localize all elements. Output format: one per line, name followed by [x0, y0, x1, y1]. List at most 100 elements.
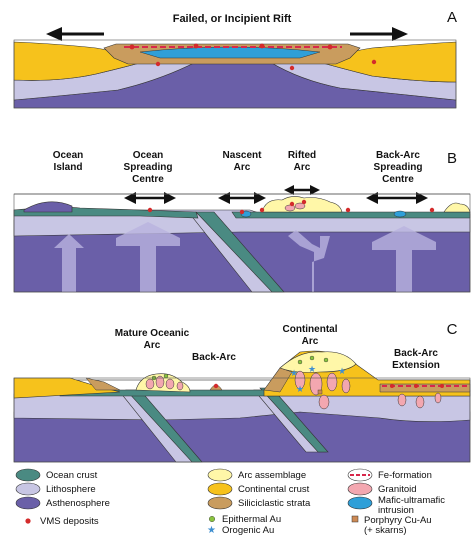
vms-deposit	[155, 61, 161, 67]
backarc-crust-b	[231, 211, 471, 219]
svg-text:★: ★	[338, 366, 346, 376]
orogenic-au-markers: ★ ★ ★ ★	[290, 364, 346, 394]
siliciclastic-arc-c	[263, 367, 293, 393]
label-mature-oceanic-arc: Mature Oceanic	[115, 328, 190, 339]
extension-arrow-left	[46, 27, 104, 41]
legend-orogenic: Orogenic Au	[222, 525, 274, 536]
ocean-island-b	[23, 201, 73, 213]
upwelling-arrow	[54, 222, 436, 292]
label-ocean-spreading: Ocean	[133, 150, 164, 161]
granitoids-extension	[397, 392, 442, 409]
continental-arc-assemblage	[279, 351, 357, 373]
legend-swatch-epithermal	[208, 516, 215, 523]
legend-vms: VMS deposits	[40, 516, 99, 527]
legend-swatch-orogenic: ★	[207, 525, 216, 536]
vms-deposit	[259, 207, 265, 213]
label-backarc-extension-2: Extension	[392, 360, 440, 371]
label-backarc-spreading-2: Spreading	[374, 162, 423, 173]
siliciclastic-left-c	[85, 377, 121, 391]
vms-deposit	[193, 43, 199, 49]
vms-deposit	[259, 43, 265, 49]
legend-porphyry-2: (+ skarns)	[364, 525, 407, 536]
label-backarc-spreading-3: Centre	[382, 174, 414, 185]
vms-deposit	[213, 383, 219, 389]
vms-deposit	[289, 201, 295, 207]
vms-deposit	[371, 59, 377, 65]
vms-deposit	[147, 207, 153, 213]
label-rifted-arc-2: Arc	[294, 162, 311, 173]
granitoids-continental-arc	[294, 370, 351, 410]
vms-deposit	[327, 44, 333, 50]
legend-swatch-asthenosphere	[15, 496, 41, 510]
panel-b-letter: B	[447, 150, 457, 167]
legend-swatch-mafic	[347, 496, 373, 510]
label-ocean-island-2: Island	[54, 162, 83, 173]
legend-mafic-2: intrusion	[378, 505, 414, 516]
spreading-arrow-backarc	[366, 192, 428, 204]
label-continental-arc-2: Arc	[302, 336, 319, 347]
legend-fe-formation: Fe-formation	[378, 470, 432, 481]
vms-deposit	[301, 199, 307, 205]
svg-text:★: ★	[290, 368, 298, 378]
panel-b-frame	[13, 193, 471, 293]
label-nascent-arc: Nascent	[223, 150, 263, 161]
legend-swatch-porphyry	[351, 515, 359, 523]
granitoid-b	[294, 202, 306, 210]
spreading-arrow-nascent	[218, 192, 266, 204]
legend-swatch-vms	[25, 518, 31, 524]
asthenosphere-c	[13, 411, 471, 463]
vms-deposit	[390, 384, 394, 388]
mafic-intrusion-b	[393, 210, 407, 218]
legend-lithosphere: Lithosphere	[46, 484, 96, 495]
legend-swatch-siliciclastic	[207, 496, 233, 510]
panel-a: Failed, or Incipient Rift A	[13, 9, 457, 109]
legend-mafic-1: Mafic-ultramafic	[378, 495, 445, 506]
vms-deposit	[414, 384, 418, 388]
granitoid-b	[284, 204, 296, 212]
spreading-arrow-ocean	[124, 192, 176, 204]
legend-granitoid: Granitoid	[378, 484, 417, 495]
label-rifted-arc: Rifted	[288, 150, 316, 161]
label-mature-oceanic-arc-2: Arc	[144, 340, 161, 351]
label-nascent-arc-2: Arc	[234, 162, 251, 173]
legend-swatch-ocean-crust	[15, 468, 41, 482]
legend: Ocean crust Lithosphere Asthenosphere VM…	[15, 468, 445, 536]
legend-arc-assemblage: Arc assemblage	[238, 470, 306, 481]
label-continental-arc: Continental	[283, 324, 338, 335]
legend-swatch-granitoid	[347, 482, 373, 496]
vms-deposit	[289, 65, 295, 71]
panel-c-frame	[13, 377, 471, 463]
panel-a-frame	[13, 39, 457, 109]
panel-a-letter: A	[447, 9, 457, 26]
legend-porphyry-1: Porphyry Cu-Au	[364, 515, 432, 526]
panel-c: C Mature Oceanic Arc Back-Arc Continenta…	[13, 321, 471, 463]
legend-ocean-crust: Ocean crust	[46, 470, 98, 481]
legend-swatch-continental-crust	[207, 482, 233, 496]
legend-epithermal: Epithermal Au	[222, 514, 281, 525]
legend-siliciclastic: Siliciclastic strata	[238, 498, 311, 509]
svg-text:★: ★	[296, 384, 304, 394]
spreading-arrow-rifted	[284, 185, 320, 195]
panel-a-title: Failed, or Incipient Rift	[173, 13, 292, 25]
label-backarc-spreading: Back-Arc	[376, 150, 420, 161]
vms-deposit	[440, 384, 444, 388]
label-back-arc: Back-Arc	[192, 352, 236, 363]
legend-asthenosphere: Asthenosphere	[46, 498, 110, 509]
svg-text:★: ★	[308, 364, 316, 374]
porphyry-marker	[317, 389, 323, 395]
legend-swatch-lithosphere	[15, 482, 41, 496]
legend-swatch-arc-assemblage	[207, 468, 233, 482]
extension-arrow-right	[350, 27, 408, 41]
granitoids-mature-arc	[145, 375, 184, 391]
legend-continental-crust: Continental crust	[238, 484, 310, 495]
vms-deposit	[129, 44, 135, 50]
panel-b: B Ocean Island Ocean Spreading Centre Na…	[13, 150, 471, 293]
epithermal-au-markers	[151, 355, 329, 381]
vms-deposit	[429, 207, 435, 213]
vms-deposit	[239, 209, 245, 215]
label-ocean-spreading-2: Spreading	[124, 162, 173, 173]
vms-deposit	[345, 207, 351, 213]
label-ocean-spreading-3: Centre	[132, 174, 164, 185]
label-backarc-extension: Back-Arc	[394, 348, 438, 359]
